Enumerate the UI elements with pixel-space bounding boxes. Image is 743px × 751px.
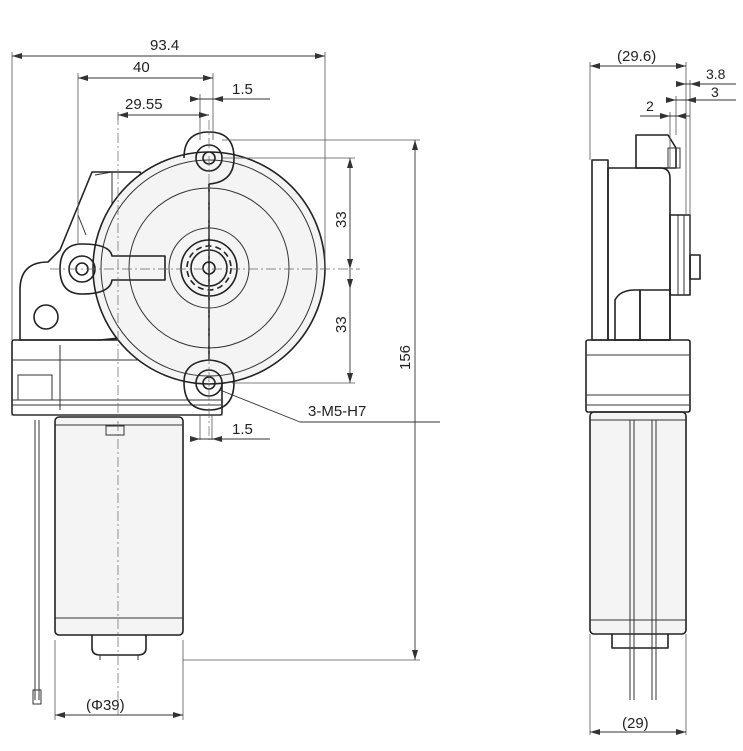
label-mount-holes: 3-M5-H7: [308, 403, 366, 420]
dim-side-motor-width: (29): [622, 715, 649, 732]
dim-flange-offset-bottom: 1.5: [232, 421, 253, 438]
dim-motor-diameter: (Φ39): [86, 697, 125, 714]
dim-pinion-offset: 29.55: [125, 96, 163, 113]
side-dimensions: (29.6) 3.8 3 2 (29): [589, 48, 736, 735]
dim-side-gear-2: 2: [646, 98, 654, 114]
dim-overall-height: 156: [397, 345, 414, 370]
dim-half-height-upper: 33: [333, 211, 350, 228]
front-view: [11, 115, 360, 715]
dim-side-gear-3-8: 3.8: [706, 66, 726, 82]
dim-overall-width: 93.4: [150, 37, 179, 54]
motor-can: [54, 416, 184, 660]
dim-side-depth: (29.6): [617, 48, 656, 65]
dim-half-height-lower: 33: [333, 316, 350, 333]
side-view: [585, 134, 701, 700]
dim-flange-offset-top: 1.5: [232, 81, 253, 98]
dim-side-gear-3: 3: [711, 84, 719, 100]
dim-bolt-span: 40: [133, 59, 150, 76]
mounting-ears: [59, 131, 235, 411]
lead-wires: [32, 420, 42, 705]
front-centerlines: [50, 115, 360, 715]
front-dimensions: 93.4 40 1.5 29.55 33 33 156 3-: [11, 37, 440, 720]
